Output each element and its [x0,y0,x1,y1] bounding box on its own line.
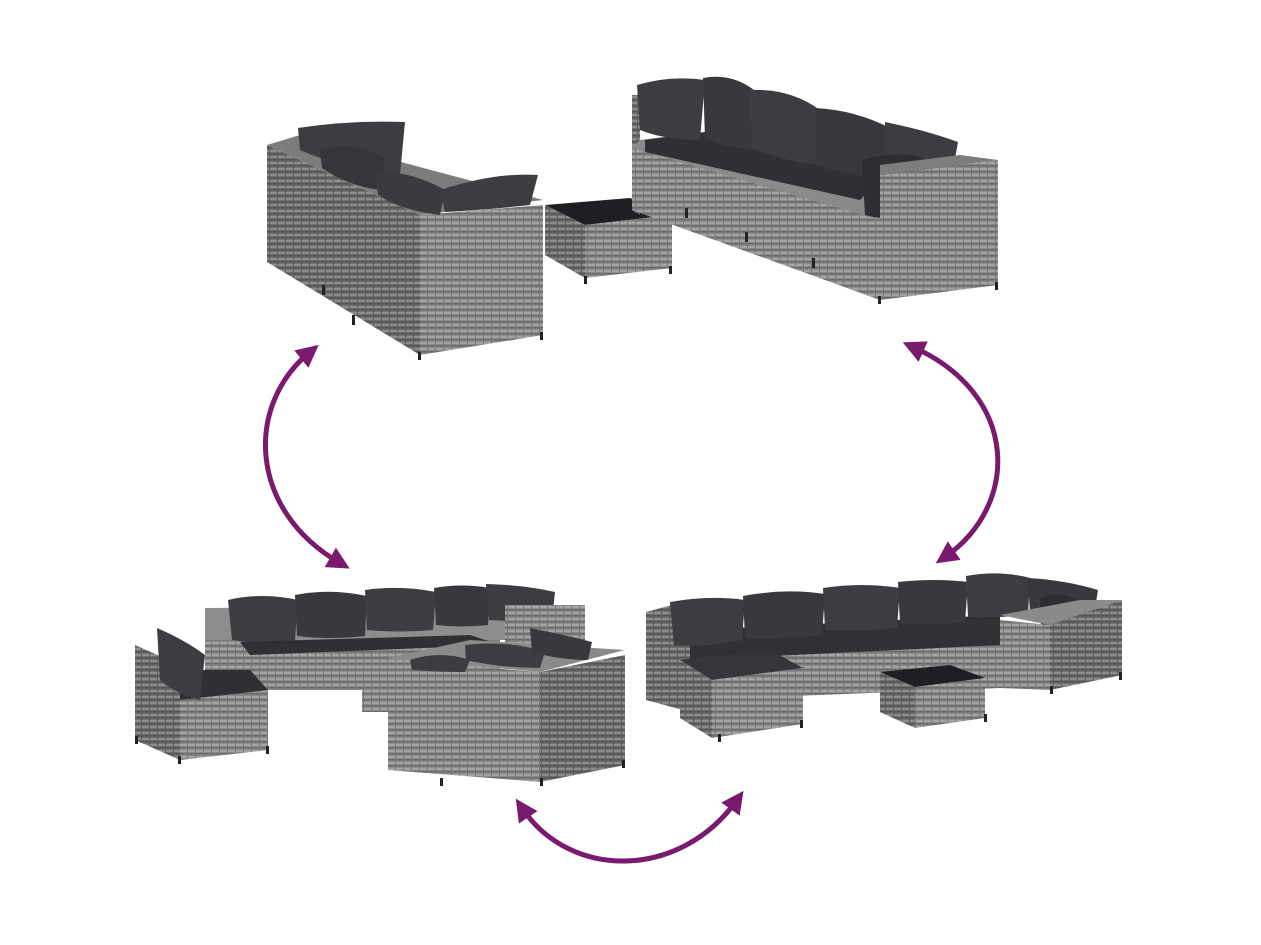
leg [584,276,587,284]
leg [800,720,803,728]
leg [718,734,721,742]
chair-front [180,690,268,760]
leg [685,208,688,218]
config-top-left [267,121,672,360]
leg [984,714,987,722]
back-cushions [298,121,538,215]
leg [1119,672,1122,680]
config-bottom-left [135,584,625,786]
cushion [898,580,968,625]
leg [1050,686,1053,694]
armrest-top [880,155,998,175]
leg [995,282,998,290]
cushion [320,146,385,190]
cushion [365,587,436,632]
corner-module-side [1050,600,1122,690]
cushion [434,585,490,627]
leg [745,232,748,242]
config-top-right [632,76,998,304]
armchair-cushion [530,628,592,660]
leg [178,756,181,764]
bottom-double-arrow-icon [515,790,744,864]
leg [540,332,543,340]
corner-module-front [1000,620,1050,690]
table-front [585,215,672,278]
leg [669,266,672,274]
cushion [823,585,900,631]
armchair-right [540,655,625,782]
right-double-arrow-icon [902,341,1001,564]
cushion [966,573,1030,618]
leg [622,760,625,768]
table-side [880,672,915,728]
leg [540,778,543,786]
left-double-arrow-icon [262,344,350,569]
ottoman-top [680,650,803,680]
cushion [295,591,367,638]
ottoman-front [712,668,803,738]
cushion [750,89,820,165]
cushion [637,78,705,140]
leg [440,778,443,786]
table-front [915,678,985,728]
leg [418,352,421,360]
cushion [670,597,745,646]
armchair-cushion [465,643,545,668]
sofa-front-face [420,205,543,355]
cushion [743,591,825,639]
chair-cushion [157,628,205,700]
leg [135,736,138,744]
seat-cushion [645,132,880,200]
cushion [375,171,445,215]
corner-top [1000,600,1122,625]
seat-cushion [240,635,500,655]
armrest-module-front [880,160,998,300]
config-bottom-right [646,573,1122,742]
sofa-front-face [632,145,880,300]
table-glass [880,665,985,687]
small-table [362,668,388,712]
armchair-front [388,660,540,782]
table-side [545,205,585,278]
leg [812,258,815,268]
armchair-cushion [410,655,470,672]
cushion [440,174,538,212]
leg [322,285,325,295]
leg [352,315,355,325]
leg [878,296,881,304]
leg [266,746,269,754]
cushion [228,596,298,643]
cushion [703,76,760,150]
ottoman-side [680,660,712,738]
